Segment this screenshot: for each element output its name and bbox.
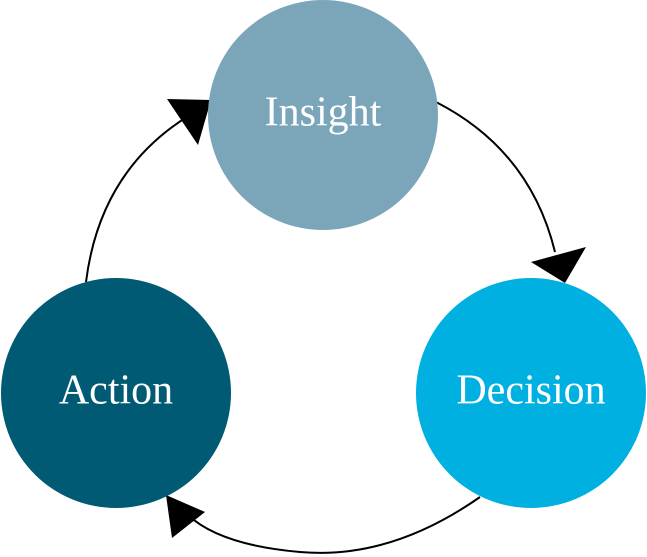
- arc-action-to-insight: [85, 114, 191, 283]
- arc-decision-to-action: [187, 496, 481, 554]
- arrowhead-insight-to-decision-icon: [531, 247, 586, 283]
- arrowhead-action-to-insight-icon: [167, 99, 211, 145]
- node-insight-label: Insight: [265, 90, 382, 136]
- node-action-label: Action: [59, 368, 173, 414]
- arc-insight-to-decision: [435, 101, 556, 253]
- node-decision-circle: [416, 278, 646, 508]
- arrowhead-decision-to-action-icon: [166, 495, 205, 538]
- node-insight-circle: [208, 0, 438, 230]
- arrow-action-to-insight: [85, 99, 211, 283]
- node-insight: Insight: [208, 0, 438, 230]
- node-action: Action: [1, 278, 231, 508]
- arrow-decision-to-action: [166, 495, 481, 554]
- node-decision-label: Decision: [456, 368, 605, 414]
- node-action-circle: [1, 278, 231, 508]
- arrow-insight-to-decision: [435, 101, 586, 283]
- node-decision: Decision: [416, 278, 646, 508]
